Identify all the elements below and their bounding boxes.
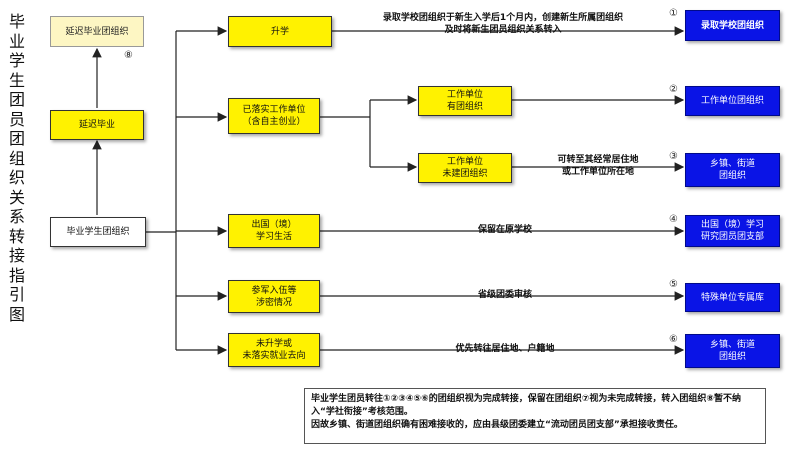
dest-special-unit-library: 特殊单位专属库 — [685, 283, 780, 312]
title-char: 转 — [8, 226, 25, 246]
dest-number-5: ⑤ — [669, 279, 678, 290]
delay-graduation-node: 延迟毕业 — [50, 110, 144, 140]
edge-label-army: 省级团委审核 — [477, 290, 532, 300]
title-char: 组 — [8, 148, 25, 168]
title-char: 引 — [8, 285, 25, 304]
title-char: 图 — [8, 304, 25, 324]
dest-work-unit-org: 工作单位团组织 — [685, 86, 780, 116]
dest-township-org-a: 乡镇、街道 团组织 — [685, 153, 780, 187]
edge-label-abroad: 保留在原学校 — [477, 225, 532, 235]
title-char: 系 — [8, 207, 25, 226]
dest-number-4: ④ — [669, 214, 678, 225]
title-char: 团 — [8, 129, 25, 148]
further-study-node: 升学 — [228, 16, 332, 47]
dest-number-3: ③ — [669, 151, 678, 162]
edge-label-unemployed: 优先转往居住地、户籍地 — [455, 344, 555, 354]
title-char: 织 — [8, 168, 25, 187]
dest-overseas-branch: 出国（境）学习 研究团员团支部 — [685, 215, 780, 247]
abroad-node: 出国（境） 学习生活 — [228, 214, 320, 248]
dest-number-6: ⑥ — [669, 334, 678, 345]
dest-number-2: ② — [669, 84, 678, 95]
unit-no-org-node: 工作单位 未建团组织 — [418, 153, 512, 183]
title-char: 毕 — [8, 12, 25, 31]
title-char: 指 — [8, 265, 25, 285]
army-node: 参军入伍等 涉密情况 — [228, 280, 320, 313]
delay-graduation-org-node: 延迟毕业团组织 — [50, 16, 144, 47]
title-char: 团 — [8, 90, 25, 109]
notes-box: 毕业学生团员转往①②③④⑤⑥的团组织视为完成转接，保留在团组织⑦视为未完成转接，… — [304, 388, 766, 444]
title-char: 接 — [8, 246, 25, 265]
graduate-org-node: 毕业学生团组织 — [50, 217, 146, 247]
title-char: 员 — [8, 109, 25, 129]
edge-label-unit-no-org: 可转至其经常居住地 或工作单位所在地 — [557, 155, 639, 177]
title-char: 业 — [8, 31, 25, 51]
page-title: 毕业学生团员团组织关系转接指引图 — [6, 12, 28, 324]
dest-number-1: ① — [669, 8, 678, 19]
employed-node: 已落实工作单位 （含自主创业） — [228, 98, 320, 134]
title-char: 生 — [8, 70, 25, 90]
unemployed-node: 未升学或 未落实就业去向 — [228, 333, 320, 367]
dest-admission-school-org: 录取学校团组织 — [685, 10, 780, 41]
title-char: 关 — [8, 187, 25, 207]
unit-with-org-node: 工作单位 有团组织 — [418, 86, 512, 116]
dest-township-org-b: 乡镇、街道 团组织 — [685, 334, 780, 368]
title-char: 学 — [8, 51, 25, 70]
edge-label-further-study: 录取学校团组织于新生入学后1个月内，创建新生所属团组织 及时将新生团员组织关系转… — [382, 13, 624, 35]
delay-org-number: ⑧ — [124, 50, 133, 61]
